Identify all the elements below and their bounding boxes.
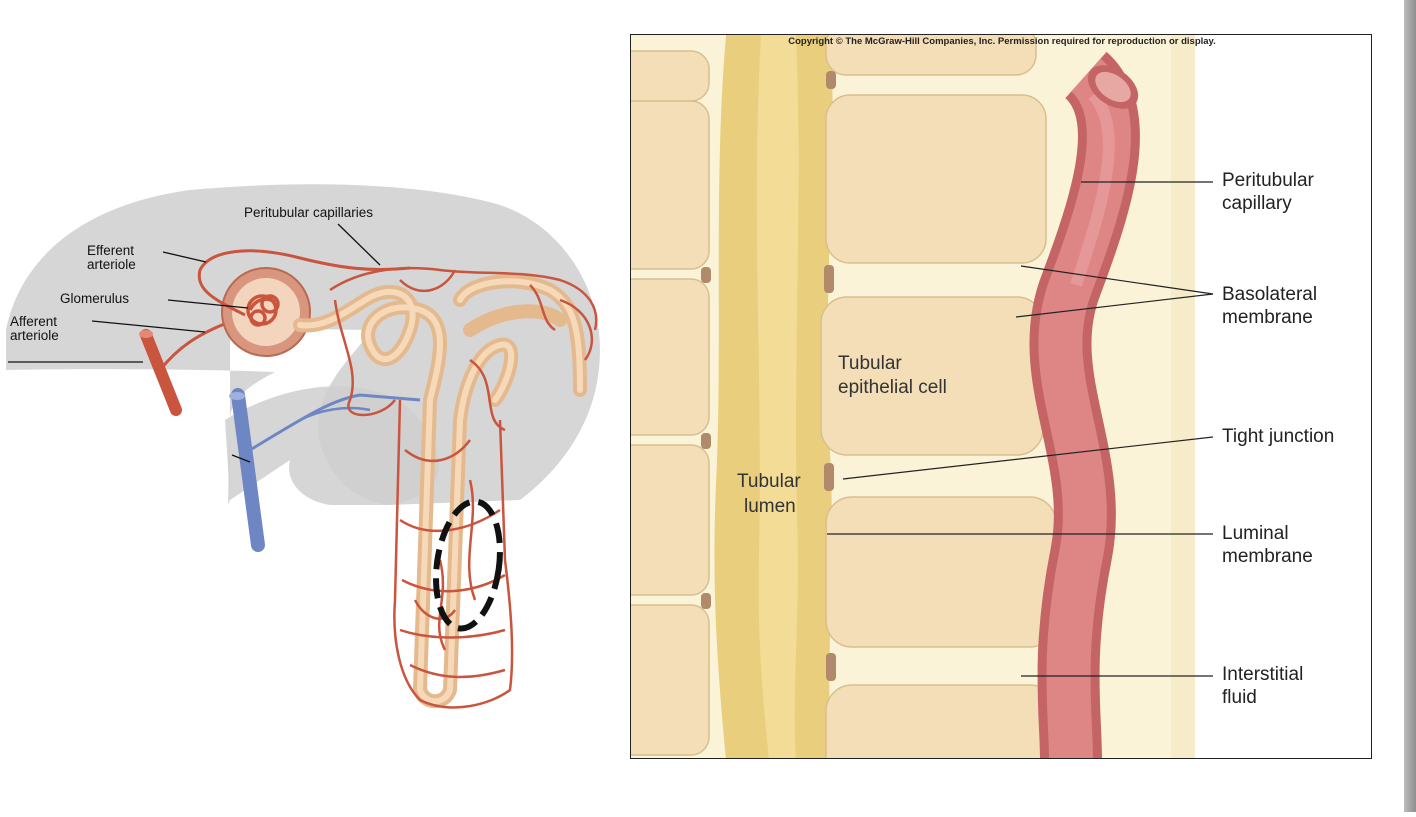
afferent-artery-vessel: [140, 329, 182, 416]
label-peritubular-capillaries: Peritubular capillaries: [244, 205, 374, 220]
label-tubular-lumen-1: Tubular: [737, 471, 801, 492]
right-cell-column: [820, 35, 1057, 758]
label-tubular-epithelial-cell-1: Tubular: [838, 353, 902, 374]
epithelium-illustration: [631, 35, 1371, 758]
label-efferent-line2: arteriole: [87, 257, 136, 272]
glomerulus-knot: [246, 294, 280, 327]
label-peritubular-capillary-2: capillary: [1222, 193, 1292, 214]
label-afferent-line2: arteriole: [10, 328, 59, 343]
nephron-diagram: Peritubular capillaries Efferent arterio…: [0, 0, 620, 812]
left-cell-column: [631, 50, 710, 756]
label-glomerulus: Glomerulus: [60, 291, 130, 306]
label-efferent-line1: Efferent: [87, 243, 135, 258]
renal-vein: [231, 388, 265, 552]
label-afferent-line1: Afferent: [10, 314, 58, 329]
label-peritubular-capillary-1: Peritubular: [1222, 170, 1314, 191]
window-edge: [1404, 0, 1416, 812]
label-interstitial-fluid-1: Interstitial: [1222, 664, 1304, 685]
highlight-ellipse: [433, 498, 503, 632]
renal-tissue-loop: [225, 386, 440, 505]
label-basolateral-membrane-1: Basolateral: [1222, 284, 1318, 305]
label-interstitial-fluid-2: fluid: [1222, 687, 1257, 708]
label-tubular-lumen-2: lumen: [744, 496, 796, 517]
nephron-illustration: [6, 184, 600, 709]
label-luminal-membrane-1: Luminal: [1222, 523, 1289, 544]
label-basolateral-membrane-2: membrane: [1222, 307, 1313, 328]
epithelium-detail-panel: Copyright © The McGraw-Hill Companies, I…: [630, 34, 1372, 759]
label-tubular-epithelial-cell-2: epithelial cell: [838, 377, 947, 398]
label-tight-junction: Tight junction: [1222, 426, 1335, 447]
copyright-notice: Copyright © The McGraw-Hill Companies, I…: [788, 36, 1216, 47]
renal-tissue-shape: [6, 184, 600, 505]
efferent-arteriole-vessel: [197, 249, 411, 317]
label-luminal-membrane-2: membrane: [1222, 546, 1313, 567]
